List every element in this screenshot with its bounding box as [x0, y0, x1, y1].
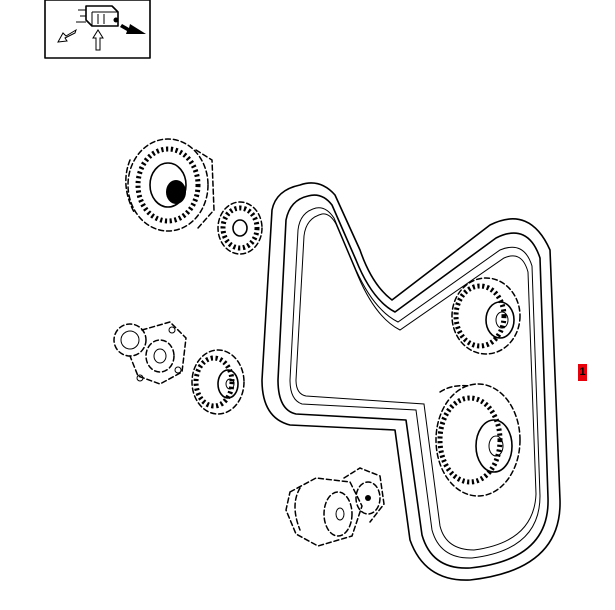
idler-pulley	[451, 277, 521, 355]
water-pump-pulley	[191, 349, 245, 415]
water-pump	[113, 321, 187, 385]
alternator-pulley	[217, 201, 263, 255]
belt-tensioner	[285, 467, 385, 547]
crankshaft-pulley	[435, 383, 521, 497]
serpentine-belt	[261, 182, 561, 581]
callout-1[interactable]: 1	[578, 364, 587, 381]
alternator	[125, 138, 215, 232]
belt-routing-inset-icon	[44, 0, 151, 59]
